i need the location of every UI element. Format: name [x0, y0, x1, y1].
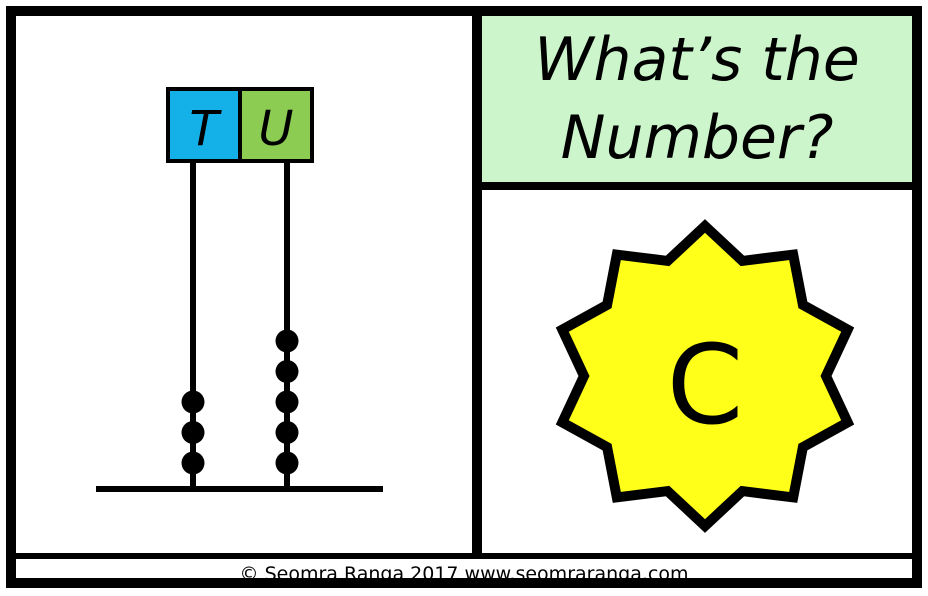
abacus-illustration: T U	[96, 87, 383, 492]
tens-label: T	[189, 101, 222, 157]
tens-label-box	[166, 87, 242, 163]
footer-divider	[16, 553, 912, 559]
units-label: U	[258, 101, 293, 157]
tens-bead	[181, 421, 205, 444]
tens-bead	[181, 451, 205, 475]
units-label-box	[238, 87, 314, 163]
units-bead	[275, 329, 299, 353]
units-bead	[275, 421, 299, 444]
answer-letter: C	[667, 321, 744, 449]
units-bead	[275, 451, 299, 475]
title-line-1: What’s the	[534, 25, 860, 95]
star-badge-icon	[555, 219, 855, 533]
title-divider	[482, 182, 912, 190]
units-bead	[275, 390, 299, 414]
title-line-2: Number?	[560, 103, 834, 173]
footer-copyright: © Seomra Ranga 2017 www.seomraranga.com	[239, 562, 689, 585]
title-panel: What’s the Number?	[482, 16, 912, 182]
vertical-divider	[472, 16, 482, 556]
units-bead	[275, 360, 299, 383]
tens-bead	[181, 390, 205, 414]
page-title: What’s the Number?	[482, 16, 912, 182]
